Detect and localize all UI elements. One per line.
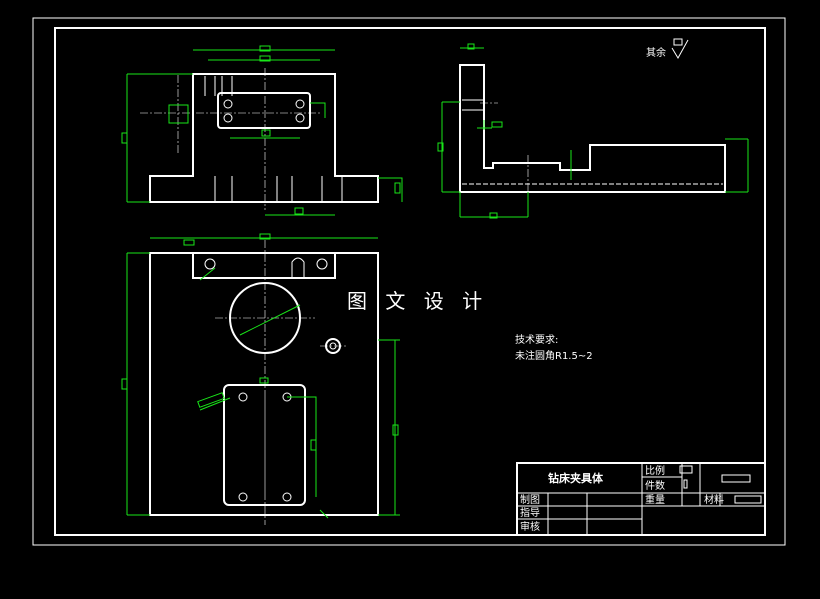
- part-name: 钻床夹具体: [548, 471, 604, 485]
- weight-label: 重量: [645, 493, 665, 506]
- drawn-label: 制图: [520, 493, 540, 506]
- front-view: [121, 45, 403, 216]
- scale-label: 比例: [645, 464, 665, 477]
- quantity-label: 件数: [645, 479, 665, 492]
- tech-requirement-item: 未注圆角R1.5~2: [515, 349, 593, 362]
- tech-requirements-heading: 技术要求:: [515, 333, 558, 346]
- side-view: [437, 43, 749, 219]
- guide-label: 指导: [520, 506, 540, 519]
- inner-frame: [54, 27, 766, 536]
- title-block: 钻床夹具体 比例 件数 制图 指导 审核 重量 材料: [516, 462, 766, 536]
- review-label: 审核: [520, 520, 540, 533]
- material-label: 材料: [704, 493, 724, 506]
- outer-frame: [32, 17, 786, 546]
- roughness-symbol-icon: [671, 38, 689, 59]
- surface-note: 其余: [646, 46, 666, 59]
- watermark: 图 文 设 计: [347, 289, 488, 313]
- plan-view: [121, 233, 400, 525]
